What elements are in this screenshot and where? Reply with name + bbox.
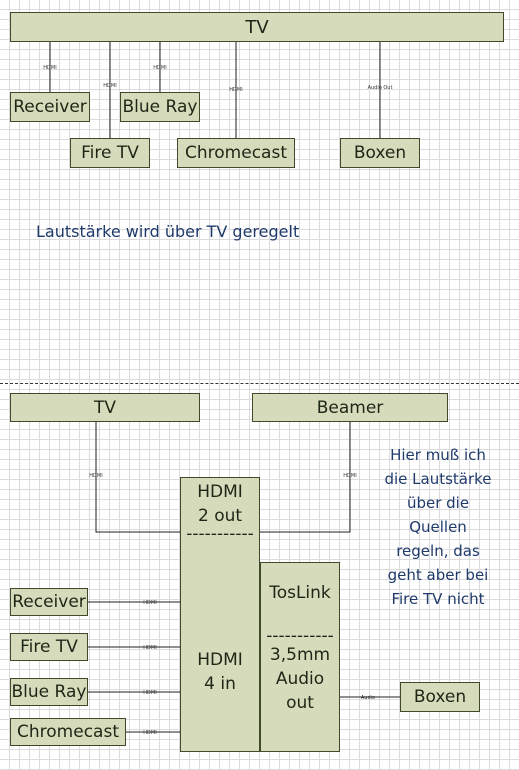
audio-box: TosLink ----------- 3,5mm Audio out <box>260 562 340 752</box>
tv-box-top: TV <box>10 12 504 42</box>
hdmi-out-line1: HDMI <box>197 482 243 502</box>
blue-ray-label-top: Blue Ray <box>122 97 198 117</box>
blue-ray-box-bottom: Blue Ray <box>10 678 88 706</box>
blue-ray-box-top: Blue Ray <box>120 92 200 122</box>
receiver-label-bottom: Receiver <box>12 592 86 612</box>
audio-line1: 3,5mm <box>269 645 331 665</box>
note-line-5: regeln, das <box>396 542 480 560</box>
note-line-4: Quellen <box>409 518 467 536</box>
receiver-box-top: Receiver <box>10 92 90 122</box>
fire-tv-box-top: Fire TV <box>70 138 150 168</box>
hdmi-in-line2: 4 in <box>204 674 236 694</box>
label-audio-boxen-bottom: Audio <box>361 695 375 701</box>
boxen-label-bottom: Boxen <box>413 687 467 707</box>
note-line-2: die Lautstärke <box>384 470 492 488</box>
label-hdmi-beamer: HDMI <box>343 473 356 479</box>
boxen-label-top: Boxen <box>353 143 407 163</box>
label-audio-out-boxen: Audio Out <box>368 85 393 91</box>
chromecast-label-bottom: Chromecast <box>17 722 119 742</box>
beamer-box: Beamer <box>252 393 448 422</box>
top-note: Lautstärke wird über TV geregelt <box>36 222 300 241</box>
note-line-3: über die <box>406 494 470 512</box>
label-hdmi-chromecast-bottom: HDMI <box>143 730 156 736</box>
audio-line2: Audio <box>275 669 325 689</box>
note-line-6: geht aber bei <box>387 566 489 584</box>
bottom-note: Hier muß ich die Lautstärke über die Que… <box>376 443 500 611</box>
chromecast-box-bottom: Chromecast <box>10 718 126 746</box>
label-hdmi-blueray-bottom: HDMI <box>143 690 156 696</box>
tv-label-bottom: TV <box>93 397 116 418</box>
note-line-7: Fire TV nicht <box>391 590 485 608</box>
boxen-box-top: Boxen <box>340 138 420 168</box>
hdmi-out-line2: 2 out <box>197 506 243 526</box>
label-hdmi-firetv: HDMI <box>103 83 116 89</box>
chromecast-label-top: Chromecast <box>185 143 287 163</box>
hdmi-in-line1: HDMI <box>197 650 243 670</box>
audio-line3: out <box>286 693 314 713</box>
fire-tv-label-bottom: Fire TV <box>20 637 78 657</box>
receiver-label-top: Receiver <box>13 97 87 117</box>
fire-tv-box-bottom: Fire TV <box>10 633 88 661</box>
note-line-1: Hier muß ich <box>390 446 486 464</box>
receiver-box-bottom: Receiver <box>10 588 88 616</box>
section-divider <box>0 383 519 384</box>
connector-hdmi-out-beamer <box>260 422 351 533</box>
connector-hdmi-out-tv <box>95 422 180 533</box>
chromecast-box-top: Chromecast <box>177 138 295 168</box>
label-hdmi-blueray: HDMI <box>153 65 166 71</box>
tv-box-bottom: TV <box>10 393 200 422</box>
label-hdmi-receiver: HDMI <box>43 65 56 71</box>
audio-separator: ----------- <box>266 626 334 646</box>
hdmi-separator: ----------- <box>186 524 254 544</box>
label-hdmi-tv: HDMI <box>89 473 102 479</box>
toslink-label: TosLink <box>269 583 331 603</box>
blue-ray-label-bottom: Blue Ray <box>11 682 87 702</box>
label-hdmi-chromecast: HDMI <box>229 87 242 93</box>
label-hdmi-firetv-bottom: HDMI <box>143 645 156 651</box>
hdmi-switch-box: HDMI 2 out ----------- HDMI 4 in <box>180 477 260 752</box>
beamer-label: Beamer <box>316 397 384 418</box>
label-hdmi-receiver-bottom: HDMI <box>143 600 156 606</box>
fire-tv-label-top: Fire TV <box>81 143 139 163</box>
boxen-box-bottom: Boxen <box>400 682 480 712</box>
tv-label-top: TV <box>245 16 269 38</box>
